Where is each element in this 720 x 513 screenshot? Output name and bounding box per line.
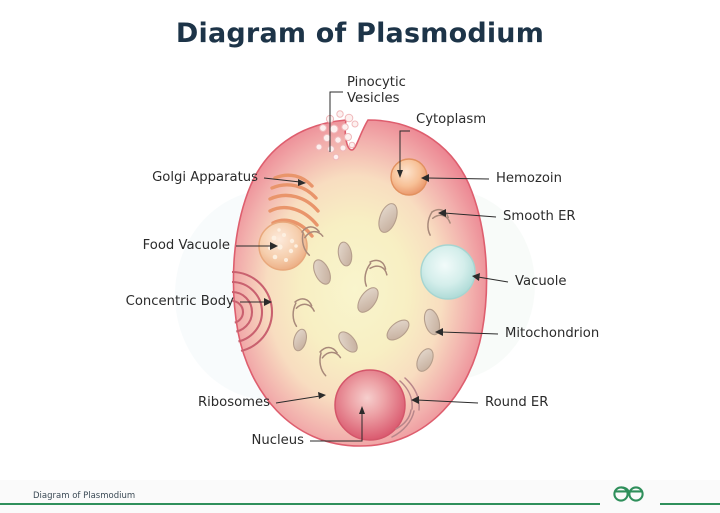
nucleus-shape [334,369,406,441]
smooth-er-shapes [292,208,451,377]
leader-lines [236,91,509,442]
round-er-shape [391,377,420,438]
label-pinocytic-vesicles-line2: Vesicles [347,91,400,107]
label-concentric-body: Concentric Body [125,294,234,309]
hemozoin-shape [390,158,428,196]
label-vacuole: Vacuole [515,274,567,289]
label-pinocytic-vesicles-line1: Pinocytic [347,75,406,90]
concentric-body-shape [231,270,274,354]
label-cytoplasm: Cytoplasm [416,112,487,127]
label-smooth-er: Smooth ER [503,209,576,224]
label-mitochondrion: Mitochondrion [505,326,600,341]
label-ribosomes: Ribosomes [197,395,270,410]
label-hemozoin: Hemozoin [496,171,562,186]
footer-accent-line-right [660,502,720,505]
geeksforgeeks-logo[interactable] [608,481,652,507]
footer: Diagram of Plasmodium [0,480,720,513]
cell-contents [231,158,476,441]
label-golgi-apparatus: Golgi Apparatus [152,170,258,185]
label-pinocytic-vesicles: Pinocytic Vesicles [347,75,406,107]
label-food-vacuole: Food Vacuole [142,238,230,253]
vacuole-shape [420,244,476,300]
page-title: Diagram of Plasmodium [175,18,545,49]
label-round-er: Round ER [485,395,549,410]
footer-accent-line [0,502,600,505]
footer-caption: Diagram of Plasmodium [33,491,136,501]
label-nucleus: Nucleus [251,433,304,448]
mitochondria-shapes [292,203,441,372]
